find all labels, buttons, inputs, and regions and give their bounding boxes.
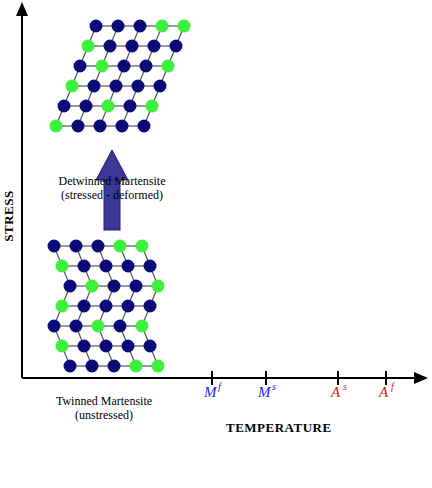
atom — [114, 240, 127, 253]
atom — [144, 260, 157, 273]
temperature-mark-sub: s — [343, 381, 347, 392]
atom — [70, 240, 83, 253]
atom — [78, 300, 91, 313]
atom — [96, 60, 109, 73]
atom — [66, 80, 79, 93]
atom — [114, 320, 127, 333]
atom — [64, 280, 77, 293]
atom — [162, 60, 175, 73]
atom — [94, 120, 107, 133]
atom — [178, 20, 191, 33]
atom — [74, 60, 87, 73]
atom — [58, 100, 71, 113]
atom — [154, 80, 167, 93]
atom — [122, 340, 135, 353]
state-caption: Detwinned Martensite (stressed - deforme… — [46, 174, 178, 202]
atom — [64, 360, 77, 373]
atom — [92, 320, 105, 333]
atom — [50, 120, 63, 133]
atom — [136, 240, 149, 253]
axis-title: TEMPERATURE — [226, 420, 332, 436]
atom — [78, 340, 91, 353]
atom — [100, 340, 113, 353]
atom — [138, 120, 151, 133]
atom — [56, 260, 69, 273]
atom — [88, 80, 101, 93]
state-caption: Twinned Martensite (unstressed) — [38, 394, 170, 422]
temperature-mark: M — [204, 384, 217, 401]
atom — [86, 360, 99, 373]
atom — [90, 20, 103, 33]
atom — [56, 300, 69, 313]
atom — [86, 280, 99, 293]
temperature-axis — [22, 377, 416, 379]
atom — [48, 320, 61, 333]
atom — [132, 80, 145, 93]
atom — [130, 280, 143, 293]
temperature-mark: A — [331, 384, 340, 401]
atom — [112, 20, 125, 33]
axis-ticks — [212, 371, 386, 385]
atom — [102, 100, 115, 113]
atom — [56, 340, 69, 353]
atom — [80, 100, 93, 113]
atom — [136, 320, 149, 333]
atom — [144, 300, 157, 313]
axis-arrowhead — [16, 2, 28, 16]
atom — [134, 20, 147, 33]
atom — [78, 260, 91, 273]
temperature-mark: M — [258, 384, 271, 401]
atom — [122, 300, 135, 313]
atom — [170, 40, 183, 53]
atom — [104, 40, 117, 53]
atom — [122, 260, 135, 273]
temperature-mark: A — [379, 384, 388, 401]
atom — [116, 120, 129, 133]
atom — [152, 280, 165, 293]
atom — [126, 40, 139, 53]
atom — [82, 40, 95, 53]
stress-axis — [21, 12, 23, 378]
temperature-mark-sub: f — [391, 381, 394, 392]
atom — [70, 320, 83, 333]
atom — [100, 260, 113, 273]
atom — [148, 40, 161, 53]
atom — [118, 60, 131, 73]
atom — [140, 60, 153, 73]
atom — [124, 100, 137, 113]
atom — [48, 240, 61, 253]
atom — [130, 360, 143, 373]
atom — [108, 280, 121, 293]
atom — [92, 240, 105, 253]
temperature-mark-sub: f — [218, 381, 221, 392]
atom — [100, 300, 113, 313]
atom — [156, 20, 169, 33]
atom — [144, 340, 157, 353]
atom — [108, 360, 121, 373]
axis-title: STRESS — [1, 190, 17, 241]
axis-arrowhead — [414, 372, 428, 384]
atom — [152, 360, 165, 373]
atom — [72, 120, 85, 133]
atom — [110, 80, 123, 93]
atom — [146, 100, 159, 113]
temperature-mark-sub: s — [272, 381, 276, 392]
